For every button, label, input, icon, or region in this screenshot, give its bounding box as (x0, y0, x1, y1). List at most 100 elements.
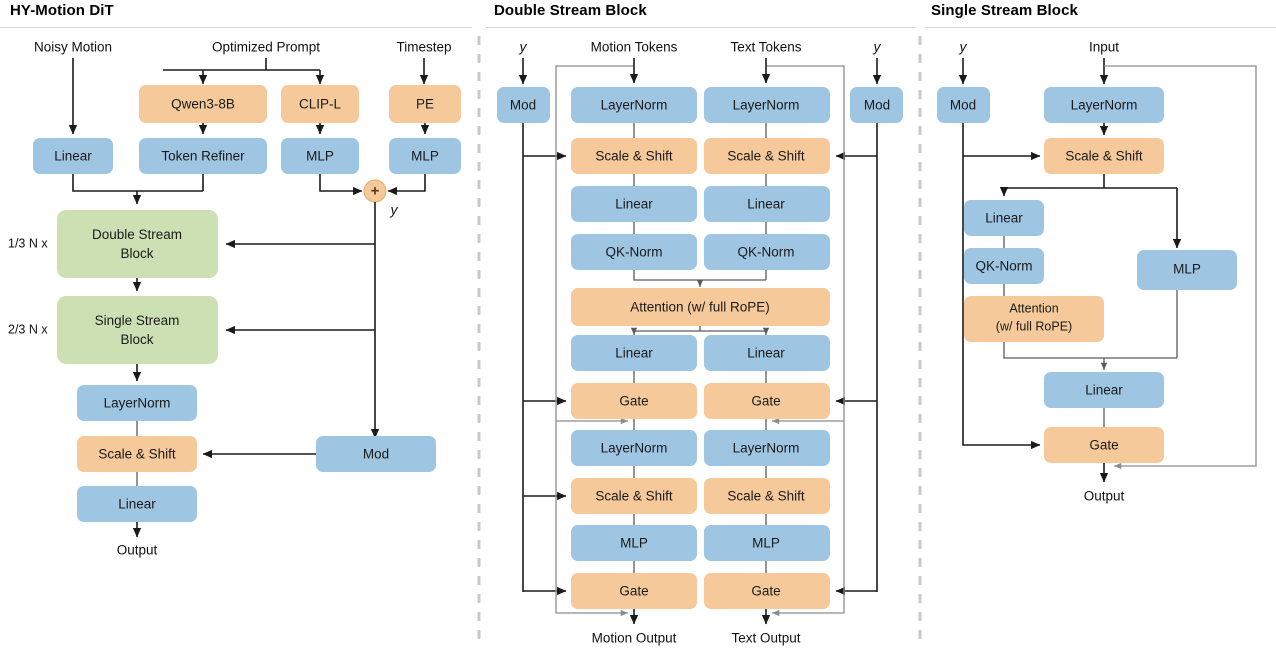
sum-node: + (363, 179, 387, 203)
block-label: LayerNorm (733, 98, 800, 113)
block-label: Gate (619, 584, 648, 599)
block-text-qk-norm: QK-Norm (704, 234, 830, 270)
block-label: Linear (118, 497, 156, 512)
block-motion-linear-2: Linear (571, 335, 697, 371)
block-scale-shift-out: Scale & Shift (77, 436, 197, 472)
label-y-left-middle: y (519, 39, 528, 55)
block-label: Mod (510, 98, 536, 113)
text-stream: LayerNorm Scale & Shift Linear QK-Norm (704, 87, 830, 609)
sum-symbol: + (371, 182, 380, 199)
annotation-repeat-double: 1/3 N x (8, 236, 48, 250)
block-right-qk-norm: QK-Norm (964, 248, 1044, 284)
panel-single-stream-block: y Input Mod LayerNorm Scale & Shift (937, 39, 1257, 504)
label-y-signal: y (390, 202, 399, 218)
block-motion-layernorm-2: LayerNorm (571, 430, 697, 466)
block-label: Linear (747, 346, 785, 361)
block-linear-out: Linear (77, 486, 197, 522)
block-label: Scale & Shift (595, 149, 673, 164)
block-text-linear-2: Linear (704, 335, 830, 371)
block-clip-l: CLIP-L (281, 85, 359, 123)
block-qwen3-8b: Qwen3-8B (139, 85, 267, 123)
block-right-scale-shift: Scale & Shift (1044, 138, 1164, 174)
block-mod-left-panel: Mod (316, 436, 436, 472)
panel-hy-motion-dit: Noisy Motion Optimized Prompt Timestep Q… (8, 40, 461, 558)
block-pe: PE (389, 85, 461, 123)
block-label: LayerNorm (104, 396, 171, 411)
block-label: Linear (1085, 383, 1123, 398)
block-text-gate-2: Gate (704, 573, 830, 609)
annotation-repeat-single: 2/3 N x (8, 322, 48, 336)
block-label: Gate (751, 584, 780, 599)
block-label: Attention (1009, 301, 1058, 315)
block-label: MLP (752, 536, 780, 551)
block-label: MLP (306, 149, 334, 164)
block-label: Linear (985, 211, 1023, 226)
block-label: Linear (615, 197, 653, 212)
block-linear-in: Linear (33, 138, 113, 174)
block-mlp-pe: MLP (389, 138, 461, 174)
block-right-mlp: MLP (1137, 250, 1237, 290)
block-right-gate: Gate (1044, 427, 1164, 463)
block-label: QK-Norm (976, 259, 1033, 274)
block-label: LayerNorm (1071, 98, 1138, 113)
panel-title-single-stream-block: Single Stream Block (931, 2, 1078, 19)
label-output-right: Output (1084, 489, 1125, 504)
block-label: Gate (619, 394, 648, 409)
block-motion-linear-1: Linear (571, 186, 697, 222)
block-label: Mod (950, 98, 976, 113)
block-motion-scale-shift-2: Scale & Shift (571, 478, 697, 514)
label-text-tokens: Text Tokens (730, 40, 801, 55)
panel-title-hy-motion-dit: HY-Motion DiT (10, 2, 114, 19)
block-motion-gate-1: Gate (571, 383, 697, 419)
block-motion-gate-2: Gate (571, 573, 697, 609)
block-label: Gate (751, 394, 780, 409)
header-rule-left (0, 27, 472, 28)
block-right-linear-1: Linear (964, 200, 1044, 236)
block-label: Qwen3-8B (171, 97, 235, 112)
block-label: LayerNorm (733, 441, 800, 456)
block-motion-mlp: MLP (571, 525, 697, 561)
block-label: Mod (363, 447, 389, 462)
block-label: Gate (1089, 438, 1118, 453)
block-label: LayerNorm (601, 98, 668, 113)
block-mod-left: Mod (497, 87, 550, 123)
block-token-refiner: Token Refiner (139, 138, 267, 174)
block-text-scale-shift-1: Scale & Shift (704, 138, 830, 174)
block-motion-scale-shift-1: Scale & Shift (571, 138, 697, 174)
block-text-linear-1: Linear (704, 186, 830, 222)
block-label: MLP (620, 536, 648, 551)
block-label-line2: (w/ full RoPE) (996, 319, 1072, 333)
header-rule-right (925, 27, 1276, 28)
block-label: Linear (615, 346, 653, 361)
block-text-scale-shift-2: Scale & Shift (704, 478, 830, 514)
block-layernorm-out: LayerNorm (77, 385, 197, 421)
label-timestep: Timestep (396, 40, 451, 55)
block-label: Scale & Shift (595, 489, 673, 504)
block-label: Scale & Shift (727, 489, 805, 504)
block-label: QK-Norm (738, 245, 795, 260)
block-attention-middle: Attention (w/ full RoPE) (571, 288, 830, 326)
label-text-output: Text Output (731, 631, 800, 646)
block-text-layernorm-2: LayerNorm (704, 430, 830, 466)
label-motion-output: Motion Output (592, 631, 677, 646)
label-noisy-motion: Noisy Motion (34, 40, 112, 55)
block-label: LayerNorm (601, 441, 668, 456)
panel-double-stream-block: y Motion Tokens Text Tokens y Mod Mod (497, 39, 903, 646)
block-label: Token Refiner (161, 149, 245, 164)
block-motion-layernorm-1: LayerNorm (571, 87, 697, 123)
block-label: Mod (864, 98, 890, 113)
block-text-gate-1: Gate (704, 383, 830, 419)
block-right-attention: Attention (w/ full RoPE) (964, 296, 1104, 342)
header-rule-middle (486, 27, 916, 28)
label-optimized-prompt: Optimized Prompt (212, 40, 320, 55)
block-motion-qk-norm: QK-Norm (571, 234, 697, 270)
panel-title-double-stream-block: Double Stream Block (494, 2, 647, 19)
block-mod-right-panel: Mod (937, 87, 990, 123)
block-label: MLP (1173, 262, 1201, 277)
